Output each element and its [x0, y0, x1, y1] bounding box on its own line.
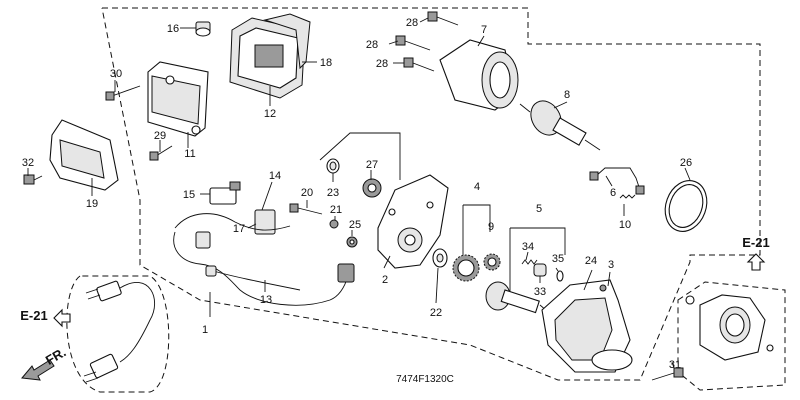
- callout-18: 18: [320, 57, 332, 69]
- callout-28-mid: 28: [366, 39, 378, 51]
- callout-9: 9: [488, 221, 494, 233]
- washer-part-22: [432, 248, 448, 268]
- box-part-11: [147, 61, 209, 137]
- shield-part-19: [49, 119, 119, 191]
- callout-6: 6: [610, 187, 616, 199]
- callout-13: 13: [260, 294, 272, 306]
- callout-8: 8: [564, 89, 570, 101]
- leader-lines: [27, 17, 691, 369]
- ref-e21-left: E-21: [20, 308, 71, 328]
- gear-part-4: [452, 254, 480, 282]
- callout-35: 35: [552, 253, 564, 265]
- callout-23: 23: [327, 187, 339, 199]
- callout-labels: 1 2 3 4 5 6 7 8 9 10 11 12 13 14 15 16 1…: [22, 17, 692, 371]
- oring-part-26: [664, 180, 708, 232]
- bearing-part-27: [362, 178, 382, 198]
- front-indicator: FR.: [21, 344, 69, 381]
- bolt-part-28-mid: [395, 35, 431, 51]
- callout-30: 30: [110, 68, 122, 80]
- cover-part-18: [229, 13, 311, 99]
- callout-21: 21: [330, 204, 342, 216]
- assembly-boundary: [101, 7, 761, 381]
- callout-4: 4: [474, 181, 480, 193]
- callout-16: 16: [167, 23, 179, 35]
- callout-24: 24: [585, 255, 597, 267]
- callout-2: 2: [382, 274, 388, 286]
- ref-left-arrow-icon: [53, 308, 71, 328]
- callout-19: 19: [86, 198, 98, 210]
- bolt-part-28-low: [403, 57, 435, 72]
- group23-bracket: [319, 132, 401, 180]
- relay-part-17: [254, 209, 276, 235]
- front-arrow-icon: [21, 359, 55, 381]
- callout-5: 5: [536, 203, 542, 215]
- terminal-part-6: [589, 167, 645, 195]
- callout-28-low: 28: [376, 58, 388, 70]
- washer-part-23: [326, 158, 340, 174]
- screw-part-29: [149, 145, 173, 161]
- callout-32: 32: [22, 157, 34, 169]
- bolt-part-31: [651, 367, 684, 381]
- nut-part-25: [346, 236, 358, 248]
- callout-34: 34: [522, 241, 534, 253]
- callout-20: 20: [301, 187, 313, 199]
- bolt-part-28-top: [427, 11, 459, 26]
- callout-26: 26: [680, 157, 692, 169]
- harness-part-13: [173, 213, 355, 306]
- callout-3: 3: [608, 259, 614, 271]
- cord-subgroup-boundary: [66, 275, 170, 393]
- callout-14: 14: [269, 170, 281, 182]
- callout-15: 15: [183, 189, 195, 201]
- callout-7: 7: [481, 24, 487, 36]
- ref-e21-right: E-21: [742, 235, 770, 271]
- callout-22: 22: [430, 307, 442, 319]
- spring-part-34: [521, 259, 538, 265]
- armature-part-8: [519, 100, 601, 151]
- drawing-code: 7474F1320C: [396, 374, 454, 385]
- callout-1: 1: [202, 324, 208, 336]
- callout-33: 33: [534, 286, 546, 298]
- nut-part-21: [329, 219, 339, 229]
- starter-housing-part-24: [541, 279, 633, 373]
- screw-part-30: [105, 85, 141, 101]
- switch-part-15: [209, 181, 241, 205]
- nut-part-16: [195, 21, 211, 37]
- mounting-bracket: [685, 294, 774, 361]
- ref-up-arrow-icon: [746, 253, 766, 271]
- ref-e21-right-label: E-21: [742, 235, 769, 250]
- collar-part-35: [533, 263, 564, 282]
- gear-part-9: [483, 253, 501, 271]
- group5-bracket: [510, 227, 566, 255]
- bolt-part-32: [23, 174, 43, 185]
- screw-part-20: [289, 203, 323, 215]
- callout-11: 11: [184, 148, 195, 160]
- motor-housing-part-7: [439, 39, 519, 111]
- callout-17: 17: [233, 223, 245, 235]
- callout-31: 31: [669, 359, 681, 371]
- group4-bracket: [463, 204, 491, 232]
- callout-25: 25: [349, 219, 361, 231]
- callout-27: 27: [366, 159, 378, 171]
- callout-12: 12: [264, 108, 276, 120]
- callout-29: 29: [154, 130, 166, 142]
- ref-e21-left-label: E-21: [20, 308, 47, 323]
- callout-28-top: 28: [406, 17, 418, 29]
- gear-cover-part-2: [377, 174, 449, 269]
- callout-10: 10: [619, 219, 631, 231]
- spring-part-10: [619, 194, 636, 199]
- power-cord: [83, 280, 155, 383]
